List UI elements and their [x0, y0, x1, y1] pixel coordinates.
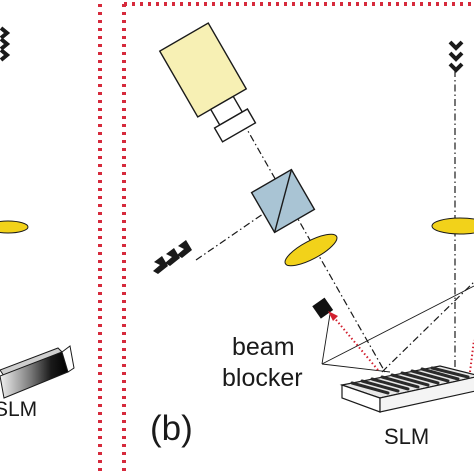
- left-slm-device-icon: [0, 345, 75, 399]
- slm-right-label: SLM: [384, 424, 429, 449]
- right-lens-icon: [431, 217, 474, 235]
- beam-blocker-icon: [312, 297, 334, 319]
- slm-side-face: [379, 376, 474, 413]
- slm-grating-stripes: [350, 366, 470, 395]
- camera-icon: [158, 22, 257, 143]
- diffracted-beam: [381, 281, 474, 373]
- panel-b: beam blocker (b) SLM: [150, 22, 474, 449]
- left-lens-icon: [0, 220, 29, 234]
- beam-blocker-label-line1: beam: [232, 333, 295, 361]
- beamsplitter-cube-icon: [250, 168, 316, 234]
- left-panel: SLM: [0, 26, 75, 421]
- panel-b-label: (b): [150, 409, 193, 448]
- input-beam-line: [195, 204, 277, 261]
- right-input-arrow-icon: [448, 40, 464, 73]
- red-beam-to-blocker: [331, 314, 379, 371]
- left-input-arrow-icon: [0, 26, 11, 62]
- red-beam-right: [469, 339, 474, 373]
- geometry-lines: [321, 285, 474, 373]
- camera-lens-front: [213, 108, 257, 143]
- slm-device-icon: [339, 365, 474, 413]
- red-beam-arrowhead: [328, 311, 338, 321]
- slm-left-label: SLM: [0, 398, 37, 421]
- input-arrow-icon: [153, 240, 192, 274]
- panel-borders: [98, 2, 474, 474]
- red-beams: [331, 314, 474, 373]
- beam-blocker-label-line2: blocker: [222, 364, 303, 392]
- center-lens-icon: [284, 233, 338, 267]
